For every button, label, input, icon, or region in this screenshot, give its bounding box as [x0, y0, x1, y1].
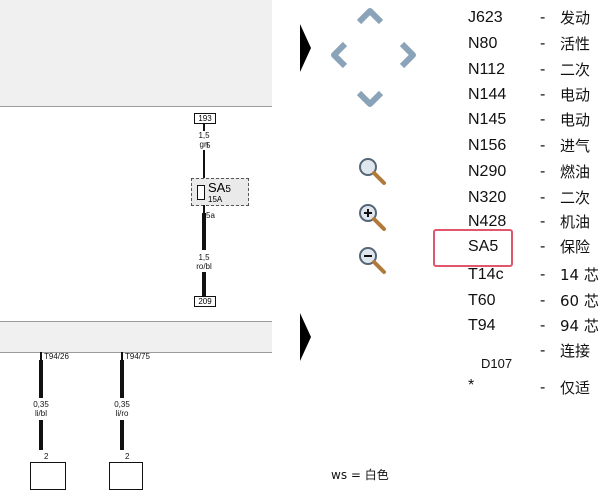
legend-code: T60	[468, 292, 496, 309]
wire-color-bottom: ro/bl	[196, 262, 212, 271]
legend-desc: 机油	[560, 213, 591, 231]
legend-code: J623	[468, 9, 503, 26]
legend-dash: -	[540, 61, 546, 78]
legend-code: N156	[468, 137, 507, 154]
connector-2-pin: T94/75	[125, 352, 150, 361]
legend-desc: 94 芯	[560, 317, 599, 335]
connector-2-wire	[120, 360, 124, 398]
legend-dash: -	[540, 189, 546, 206]
wire-bottom-lower	[202, 272, 206, 296]
legend-code-highlighted[interactable]: SA5	[468, 238, 499, 255]
legend-dash: -	[540, 342, 546, 359]
sensor-1-icon[interactable]	[30, 462, 66, 490]
fuse-sa5[interactable]: SA5 15A	[191, 178, 249, 206]
legend-desc: 进气	[560, 137, 591, 155]
legend-code: T14c	[468, 266, 504, 283]
pan-left-icon[interactable]	[325, 40, 355, 70]
connector-1-wire	[39, 360, 43, 398]
legend-dash: -	[540, 111, 546, 128]
legend-desc: 60 芯	[560, 292, 599, 310]
wire-color-top: gn	[199, 140, 209, 149]
diagram-panel-top	[0, 0, 272, 107]
legend-code: N145	[468, 111, 507, 128]
legend-desc: 仅适	[560, 379, 591, 397]
wire-size-bottom: 1,5	[198, 253, 210, 262]
wire-color-legend: ws = 白色	[331, 468, 389, 482]
fuse-symbol-icon	[197, 185, 205, 200]
legend-dash: -	[540, 266, 546, 283]
legend-desc: 连接	[560, 342, 591, 360]
legend-code: N112	[468, 61, 506, 78]
legend-desc: 二次	[560, 61, 591, 79]
legend-dash: -	[540, 238, 546, 255]
legend-dash: -	[540, 163, 546, 180]
fuse-pin-top: 5	[206, 141, 211, 150]
legend-desc: 电动	[560, 111, 591, 129]
wire-bottom-upper	[203, 205, 205, 213]
legend-code: N144	[468, 86, 507, 103]
magnifier-icon[interactable]	[357, 156, 387, 186]
pan-right-icon[interactable]	[392, 40, 422, 70]
connector-2-color: li/ro	[115, 409, 129, 418]
wire-bottom-thick	[202, 213, 206, 250]
legend-desc: 保险	[560, 238, 591, 256]
legend-dash: -	[540, 292, 546, 309]
legend-desc: 活性	[560, 35, 591, 53]
legend-code: *	[468, 377, 475, 394]
connector-1-size: 0,35	[33, 400, 49, 409]
legend-dash: -	[540, 137, 546, 154]
wire-top-lower	[203, 150, 205, 178]
legend-code: N428	[468, 213, 507, 230]
legend-code: T94	[468, 317, 496, 334]
legend-code: N290	[468, 163, 507, 180]
expand-arrow-top-icon[interactable]	[300, 24, 311, 72]
connector-1-lower-pin: 2	[44, 452, 49, 461]
terminal-193[interactable]: 193	[194, 113, 216, 124]
legend-desc: 燃油	[560, 163, 591, 181]
pan-up-icon[interactable]	[355, 2, 385, 32]
wire-top-upper	[203, 123, 205, 131]
wire-size-top: 1,5	[198, 131, 210, 140]
diagram-panel-bottom	[0, 321, 272, 353]
connector-2-size: 0,35	[114, 400, 130, 409]
sensor-2-icon[interactable]	[109, 462, 143, 490]
expand-arrow-bottom-icon[interactable]	[300, 313, 311, 361]
legend-dash: -	[540, 9, 546, 26]
legend-dash: -	[540, 35, 546, 52]
legend-code: N320	[468, 189, 507, 206]
legend-desc: 14 芯	[560, 266, 599, 284]
legend-desc: 发动	[560, 9, 591, 27]
legend-dash: -	[540, 213, 546, 230]
zoom-out-icon[interactable]	[357, 245, 387, 275]
connector-1-pin: T94/26	[44, 352, 69, 361]
zoom-in-icon[interactable]	[357, 202, 387, 232]
connector-1-wire-stub	[40, 352, 42, 360]
connector-2-wire-lower	[120, 420, 124, 450]
connector-1-color: li/bl	[34, 409, 47, 418]
connector-2-lower-pin: 2	[125, 452, 130, 461]
highlight-sa5	[433, 229, 513, 267]
legend-desc: 二次	[560, 189, 591, 207]
legend-desc: 电动	[560, 86, 591, 104]
legend-dash: -	[540, 86, 546, 103]
connector-2-wire-stub	[121, 352, 123, 360]
fuse-name: SA5	[208, 180, 231, 196]
legend-code: D107	[481, 356, 513, 371]
legend-dash: -	[540, 379, 546, 396]
legend-code: N80	[468, 35, 498, 52]
fuse-rating: 15A	[208, 195, 223, 204]
pan-down-icon[interactable]	[355, 83, 385, 113]
legend-dash: -	[540, 317, 546, 334]
terminal-209[interactable]: 209	[194, 296, 216, 307]
fuse-pin-bottom: 5a	[206, 211, 215, 220]
connector-1-wire-lower	[39, 420, 43, 450]
